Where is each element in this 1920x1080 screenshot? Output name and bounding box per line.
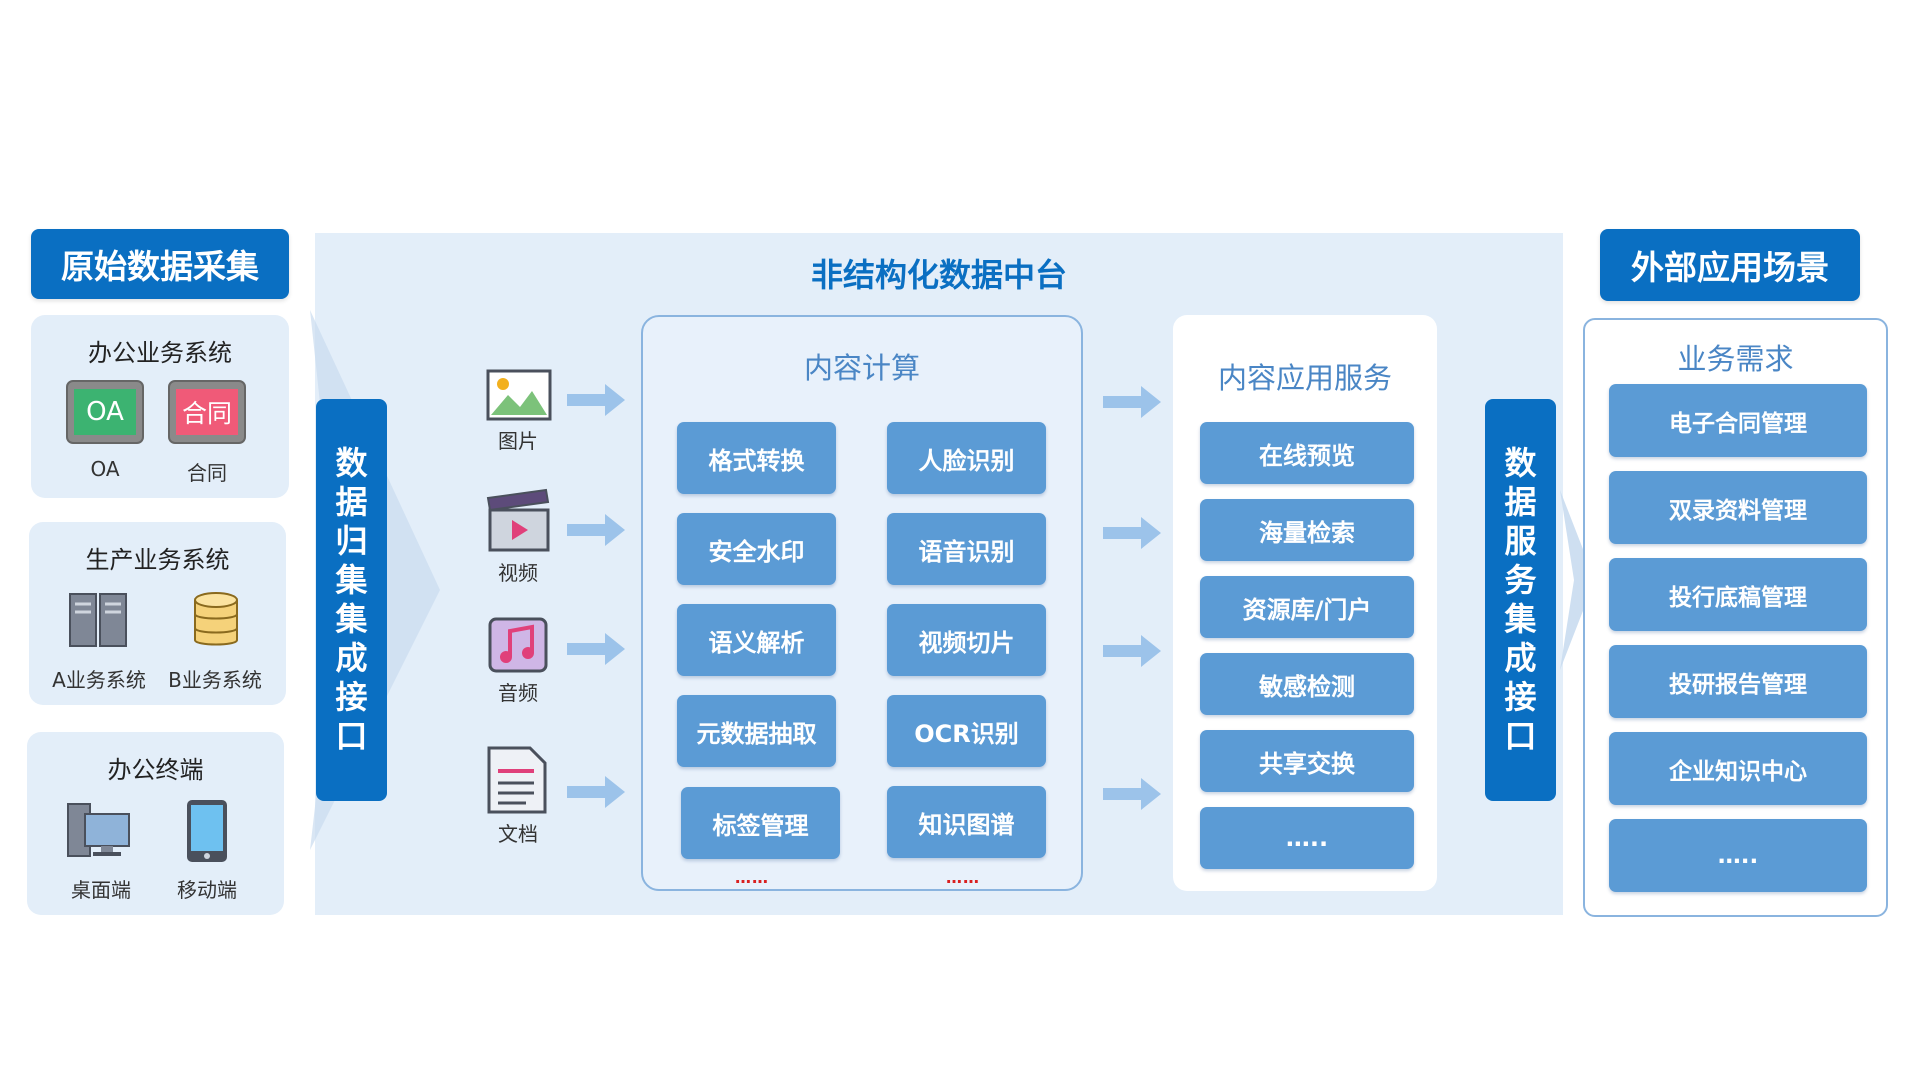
service-item[interactable]: 共享交换 bbox=[1200, 730, 1414, 792]
media-label-video: 视频 bbox=[498, 561, 538, 585]
server-icon bbox=[69, 593, 127, 647]
collect-bar-char: 集 bbox=[335, 600, 368, 638]
contract-label: 合同 bbox=[187, 461, 227, 485]
arrow-right-icon bbox=[567, 776, 625, 808]
content-compute-title: 内容计算 bbox=[803, 351, 920, 385]
media-label-image: 图片 bbox=[498, 429, 538, 453]
collect-bar-char: 数 bbox=[335, 444, 368, 482]
data-service-interface-bar: 数 据 服 务 集 成 接 口 bbox=[1485, 399, 1556, 801]
scenario-item[interactable]: ….. bbox=[1609, 819, 1867, 892]
service-bar-char: 据 bbox=[1504, 483, 1537, 521]
scenario-item[interactable]: 投行底稿管理 bbox=[1609, 558, 1867, 631]
image-icon bbox=[486, 369, 552, 421]
mobile-label: 移动端 bbox=[177, 878, 237, 902]
content-service-title: 内容应用服务 bbox=[1217, 361, 1392, 395]
left-header: 原始数据采集 bbox=[31, 229, 289, 299]
media-label-audio: 音频 bbox=[498, 681, 538, 705]
arrow-right-icon bbox=[567, 514, 625, 546]
compute-item[interactable]: 格式转换 bbox=[677, 422, 836, 494]
compute-more-dots: …… bbox=[946, 868, 980, 887]
arrow-right-icon bbox=[1103, 635, 1161, 667]
arrow-right-icon bbox=[1103, 778, 1161, 810]
collect-bar-char: 归 bbox=[335, 522, 368, 560]
collect-bar-char: 集 bbox=[335, 561, 368, 599]
desktop-icon bbox=[67, 803, 130, 857]
compute-item[interactable]: 人脸识别 bbox=[887, 422, 1046, 494]
service-item[interactable]: 海量检索 bbox=[1200, 499, 1414, 561]
oa-icon: OA bbox=[66, 380, 144, 444]
contract-badge: 合同 bbox=[176, 389, 238, 435]
right-chevron-decoration bbox=[1560, 490, 1595, 670]
production-system-group: 生产业务系统 A业务系统 B业务系统 bbox=[29, 522, 286, 705]
service-bar-char: 务 bbox=[1504, 561, 1537, 599]
production-system-title: 生产业务系统 bbox=[85, 546, 230, 574]
service-bar-char: 集 bbox=[1504, 600, 1537, 638]
a-system-label: A业务系统 bbox=[52, 668, 146, 692]
database-icon bbox=[194, 592, 238, 646]
contract-icon: 合同 bbox=[168, 380, 246, 444]
data-collection-interface-bar: 数 据 归 集 集 成 接 口 bbox=[316, 399, 387, 801]
compute-item[interactable]: 安全水印 bbox=[677, 513, 836, 585]
arrow-right-icon bbox=[567, 384, 625, 416]
desktop-label: 桌面端 bbox=[71, 878, 131, 902]
audio-icon bbox=[488, 617, 548, 673]
compute-item[interactable]: 视频切片 bbox=[887, 604, 1046, 676]
service-item[interactable]: 敏感检测 bbox=[1200, 653, 1414, 715]
service-bar-char: 成 bbox=[1504, 639, 1537, 677]
compute-item[interactable]: 元数据抽取 bbox=[677, 695, 836, 767]
office-terminal-group: 办公终端 桌面端 移动端 bbox=[27, 732, 284, 915]
service-bar-char: 服 bbox=[1504, 522, 1537, 560]
arrow-right-icon bbox=[1103, 517, 1161, 549]
compute-item[interactable]: OCR识别 bbox=[887, 695, 1046, 767]
collect-bar-char: 口 bbox=[335, 717, 368, 755]
compute-more-dots: …… bbox=[735, 868, 769, 887]
arrow-right-icon bbox=[1103, 386, 1161, 418]
business-needs-title: 业务需求 bbox=[1677, 342, 1794, 376]
mobile-icon bbox=[187, 800, 227, 862]
office-system-group: 办公业务系统 OA 合同 OA 合同 bbox=[31, 315, 289, 498]
oa-badge: OA bbox=[74, 389, 136, 435]
office-terminal-title: 办公终端 bbox=[107, 756, 204, 784]
service-item[interactable]: 资源库/门户 bbox=[1200, 576, 1414, 638]
scenario-item[interactable]: 企业知识中心 bbox=[1609, 732, 1867, 805]
compute-item[interactable]: 语音识别 bbox=[887, 513, 1046, 585]
b-system-label: B业务系统 bbox=[168, 668, 262, 692]
office-system-title: 办公业务系统 bbox=[88, 339, 232, 367]
service-bar-char: 接 bbox=[1504, 678, 1537, 716]
scenario-item[interactable]: 电子合同管理 bbox=[1609, 384, 1867, 457]
compute-item[interactable]: 语义解析 bbox=[677, 604, 836, 676]
arrow-right-icon bbox=[567, 633, 625, 665]
right-header: 外部应用场景 bbox=[1600, 229, 1860, 301]
compute-item[interactable]: 知识图谱 bbox=[887, 786, 1046, 858]
platform-title: 非结构化数据中台 bbox=[810, 256, 1067, 294]
document-icon bbox=[487, 746, 547, 814]
service-item[interactable]: 在线预览 bbox=[1200, 422, 1414, 484]
media-label-document: 文档 bbox=[498, 822, 538, 846]
video-icon bbox=[486, 488, 550, 552]
service-bar-char: 数 bbox=[1504, 444, 1537, 482]
scenario-item[interactable]: 投研报告管理 bbox=[1609, 645, 1867, 718]
collect-bar-char: 据 bbox=[335, 483, 368, 521]
service-item[interactable]: ….. bbox=[1200, 807, 1414, 869]
collect-bar-char: 接 bbox=[335, 678, 368, 716]
oa-label: OA bbox=[90, 457, 120, 481]
collect-bar-char: 成 bbox=[335, 639, 368, 677]
scenario-item[interactable]: 双录资料管理 bbox=[1609, 471, 1867, 544]
compute-item[interactable]: 标签管理 bbox=[681, 787, 840, 859]
service-bar-char: 口 bbox=[1504, 717, 1537, 755]
